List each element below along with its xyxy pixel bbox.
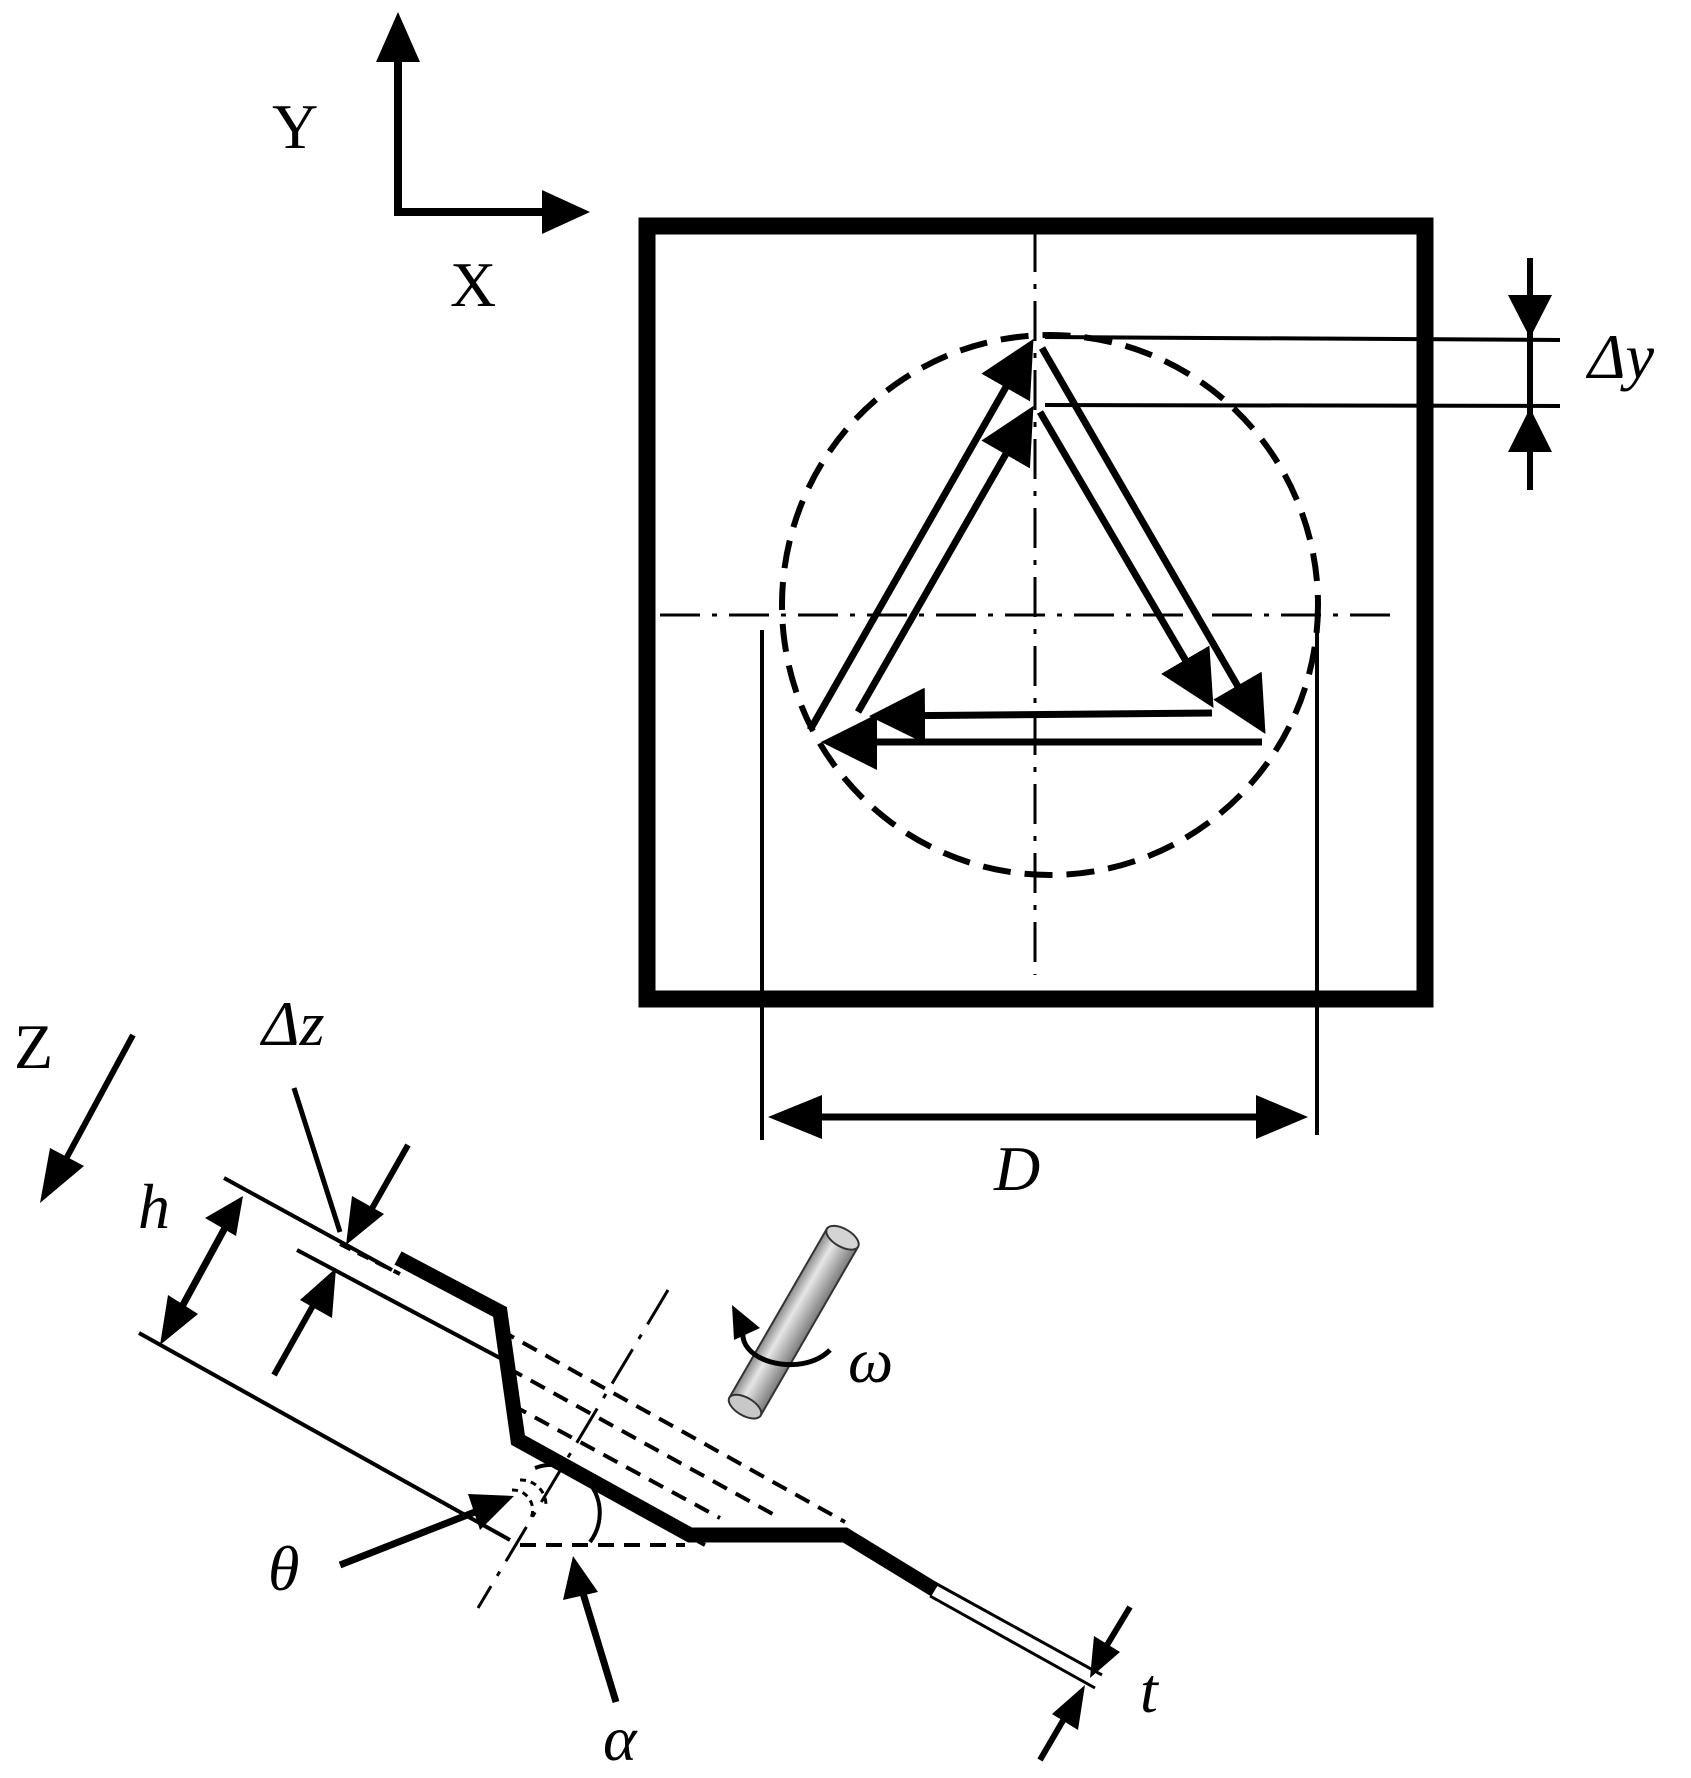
diameter-dimension [760, 630, 1319, 1140]
tool-top-face [825, 1224, 860, 1251]
inner-path-right-edge [1036, 410, 1214, 709]
z-axis-label: Z [14, 1011, 53, 1082]
delta-y-extension-top [1044, 335, 1561, 342]
inner-triangle-path [854, 405, 1214, 744]
sheet-dashed-ref-1 [339, 1242, 401, 1276]
tool-tip [727, 1393, 763, 1420]
thickness-arrowhead-lower [1052, 1685, 1085, 1730]
outer-path-right-edge [1038, 346, 1266, 735]
z-axis-arrowhead [40, 1148, 84, 1203]
y-axis-arrowhead [376, 12, 420, 62]
theta-angle-arc-2 [511, 1488, 535, 1521]
outer-path-left-edge [806, 338, 1034, 732]
height-arrowhead-bottom [160, 1295, 198, 1345]
alpha-label: α [603, 1703, 638, 1773]
sheet-frame [638, 217, 1434, 1008]
delta-z-arrow-upper [367, 1143, 411, 1214]
thickness-label: t [1140, 1655, 1160, 1726]
z-axis-arrow [57, 1033, 136, 1172]
theta-angle-arc-1 [519, 1478, 548, 1506]
previous-profile-line-3 [511, 1403, 721, 1520]
alpha-pointer-head [563, 1556, 598, 1600]
diameter-label: D [993, 1133, 1040, 1204]
inner-path-bottom-edge [869, 687, 1213, 744]
top-view: Δy D [638, 217, 1655, 1204]
section-view: Z Δz h [14, 988, 1160, 1774]
rotation-label: ω [848, 1325, 893, 1396]
theta-pointer [338, 1506, 482, 1569]
sheet-top-surface-line [296, 1248, 501, 1360]
theta-pointer-head [468, 1494, 514, 1530]
height-dimension-line [174, 1224, 230, 1316]
sheet-tail-bottom [929, 1594, 1096, 1690]
xy-axes-indicator: Y X [272, 12, 590, 320]
theta-label: θ [268, 1533, 299, 1604]
delta-z-label: Δz [259, 988, 325, 1059]
thickness-arrowhead-upper [1090, 1636, 1120, 1678]
height-arrowhead-top [205, 1196, 243, 1236]
delta-y-arrowhead-top [1508, 295, 1552, 338]
delta-z-leader [291, 1087, 343, 1233]
delta-z-arrowhead-upper [346, 1196, 384, 1245]
previous-profile-line-1 [499, 1328, 846, 1524]
forming-tool [727, 1224, 860, 1420]
alpha-pointer [578, 1588, 620, 1704]
height-label: h [138, 1171, 170, 1242]
x-axis-arrowhead [542, 190, 590, 234]
rotation-arrow [740, 1324, 832, 1368]
formed-sheet-profile [394, 1251, 939, 1597]
sheet-tail-top [934, 1581, 1103, 1677]
tool-path-circle [779, 332, 1321, 878]
delta-z-arrowhead-lower [300, 1268, 336, 1318]
delta-z-arrow-lower [271, 1300, 318, 1377]
inner-path-left-edge [854, 405, 1034, 714]
y-axis-label: Y [272, 91, 318, 162]
delta-y-dimension [1044, 258, 1561, 490]
diameter-arrowhead-left [768, 1095, 822, 1139]
diameter-arrowhead-right [1256, 1095, 1308, 1139]
alpha-angle-arc [534, 1462, 602, 1544]
x-axis-label: X [450, 249, 496, 320]
rotation-arrowhead [732, 1305, 760, 1340]
tool-axis-line [476, 1289, 670, 1609]
delta-y-arrowhead-bottom [1508, 408, 1552, 452]
sheet-bottom-reference-line [138, 1331, 511, 1542]
delta-y-label: Δy [1585, 321, 1655, 392]
delta-y-extension-bottom [1044, 403, 1561, 408]
